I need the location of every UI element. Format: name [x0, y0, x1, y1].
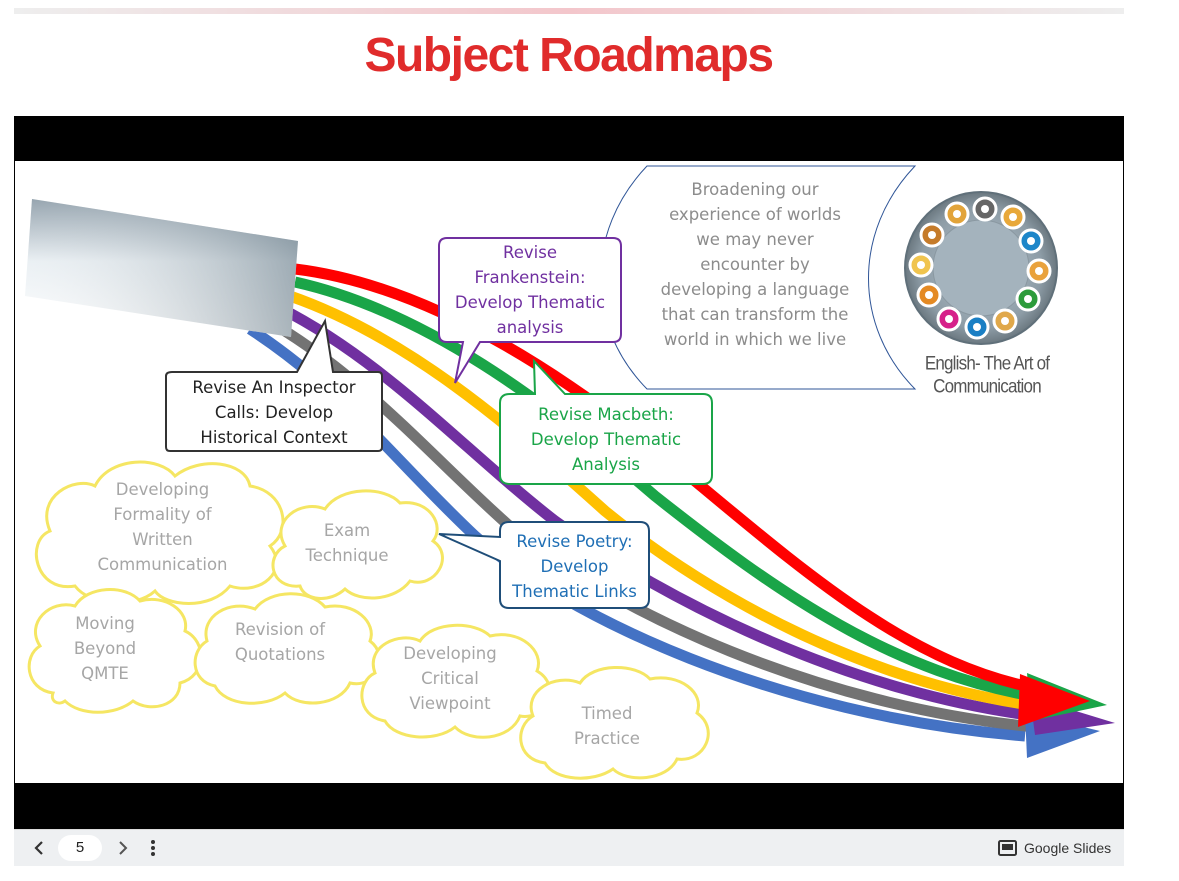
chevron-right-icon[interactable]	[114, 837, 132, 859]
callout-macbeth: Revise Macbeth: Develop Thematic Analysi…	[530, 405, 682, 474]
cloud-exam-text: Exam Technique	[305, 521, 389, 565]
cloud-timed	[519, 666, 710, 780]
more-vert-icon[interactable]	[146, 837, 160, 859]
cloud-formality-text: Developing Formality of Written Communic…	[97, 480, 228, 574]
callout-inspector-calls: Revise An Inspector Calls: Develop Histo…	[192, 378, 356, 447]
cloud-exam	[271, 489, 444, 600]
callout-poetry: Revise Poetry: Develop Thematic Links	[512, 532, 637, 601]
slide-viewer: Revise An Inspector Calls: Develop Histo…	[14, 116, 1124, 829]
macbeth-callout-shape	[499, 358, 713, 485]
cloud-critical	[360, 623, 552, 739]
frankenstein-callout-shape	[438, 237, 622, 384]
slide-controls-bar: 5 Google Slides	[14, 829, 1124, 866]
quote-text: Broadening our experience of worlds we m…	[660, 180, 850, 349]
inspector-callout-shape	[165, 317, 383, 452]
cloud-timed-text: Timed Practice	[574, 704, 640, 748]
slides-icon	[998, 839, 1018, 857]
google-slides-label[interactable]: Google Slides	[1024, 840, 1112, 856]
cloud-formality	[34, 460, 285, 605]
cloud-qmte-text: Moving Beyond QMTE	[73, 614, 137, 683]
red-arrowhead	[1018, 674, 1090, 727]
cloud-quotations	[193, 592, 382, 705]
callout-frankenstein: Revise Frankenstein: Develop Thematic an…	[454, 243, 606, 337]
cloud-critical-text: Developing Critical Viewpoint	[403, 644, 497, 713]
page-title: Subject Roadmaps	[364, 29, 774, 82]
cloud-qmte	[27, 588, 203, 714]
green-road	[293, 276, 1046, 704]
communication-emblem-icon	[904, 191, 1058, 345]
poetry-callout-shape	[438, 521, 650, 609]
slide: Revise An Inspector Calls: Develop Histo…	[15, 161, 1123, 783]
cloud-quotations-text: Revision of Quotations	[234, 620, 326, 664]
roadmap-graphic	[25, 165, 1115, 780]
yellow-road	[288, 290, 1046, 713]
page-number[interactable]: 5	[58, 835, 102, 861]
chevron-left-icon[interactable]	[30, 837, 48, 859]
emblem-caption: English- The Art of Communication	[924, 352, 1050, 397]
top-accent-bar	[14, 8, 1124, 14]
